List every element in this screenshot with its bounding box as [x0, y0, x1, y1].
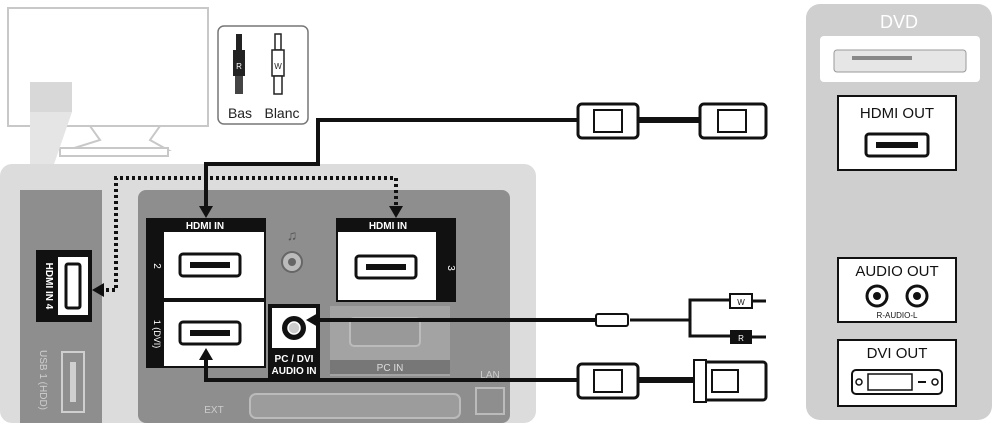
cables [92, 118, 730, 382]
tv-back-panel: HDMI IN 4 USB 1 (HDD) HDMI IN 2 1 (DVI) … [0, 164, 536, 423]
usb-port-icon [61, 351, 85, 413]
dvd-panel: DVD HDMI OUT AUDIO OUT R-AUDIO-L DVI OUT [806, 4, 992, 420]
hdmi-cable [204, 118, 578, 210]
legend-red-label: Bas [228, 105, 252, 121]
vga-port-icon [349, 317, 421, 347]
port-1-dvi-label: 1 (DVI) [152, 320, 162, 349]
port-3-label: 3 [445, 265, 456, 271]
dvi-out-port-icon [851, 369, 943, 395]
ext-label: EXT [204, 405, 223, 416]
red-plug-letter: R [236, 62, 242, 71]
optional-hdmi-route [100, 176, 398, 292]
lan-label: LAN [480, 370, 499, 381]
headphone-icon: ♫ [287, 227, 298, 243]
dvd-player-icon [833, 49, 967, 73]
dvi-out-label: DVI OUT [867, 345, 928, 362]
hdmi-port-icon [64, 262, 82, 310]
audio-out-label: AUDIO OUT [855, 263, 938, 280]
hdmi-cable-connectors [576, 102, 768, 140]
dvi-cable-connectors [576, 359, 768, 403]
tv-illustration [7, 7, 209, 170]
hdmi-in-label-right: HDMI IN [369, 221, 407, 232]
hdmi-in-label-left: HDMI IN [186, 221, 224, 232]
legend-white-label: Blanc [264, 105, 299, 121]
rca-white-letter: W [737, 298, 745, 307]
red-plug-icon [233, 50, 245, 76]
scart-port-icon [249, 393, 461, 419]
pc-dvi-label: PC / DVI [275, 354, 314, 365]
lan-port-icon [475, 387, 505, 415]
white-plug-letter: W [274, 62, 282, 71]
audio-out-sub-label: R-AUDIO-L [877, 311, 918, 320]
dvd-title: DVD [880, 12, 918, 32]
usb-label: USB 1 (HDD) [37, 350, 48, 410]
audio-in-label: AUDIO IN [272, 366, 317, 377]
rca-red-letter: R [738, 334, 744, 343]
port-2-label: 2 [151, 263, 162, 269]
hdmi-in-4-label: HDMI IN 4 [43, 263, 54, 310]
audio-in-jack-icon [287, 321, 301, 335]
hdmi-dvi-cable [204, 358, 578, 382]
hdmi-out-label: HDMI OUT [860, 105, 934, 122]
audio-cable-connectors: W R [595, 293, 766, 344]
pc-in-label: PC IN [377, 363, 404, 374]
rca-legend: R W Bas Blanc [217, 25, 309, 125]
